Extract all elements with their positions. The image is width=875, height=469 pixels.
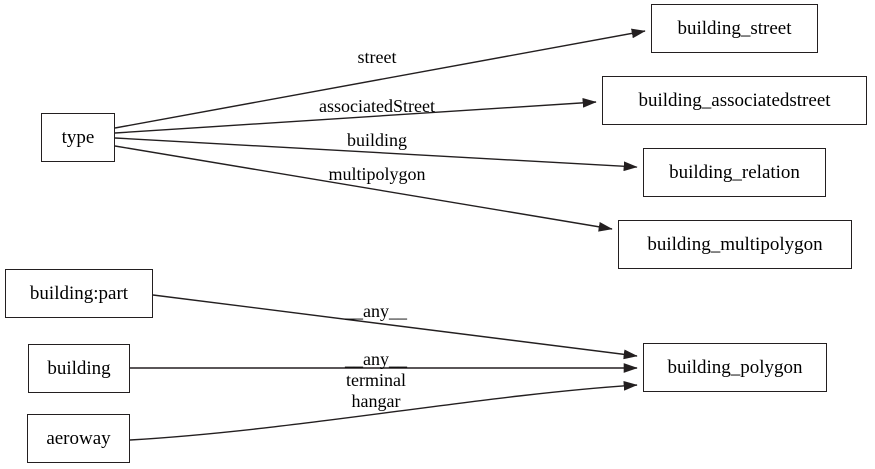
edge-building-part-building-polygon (152, 294, 638, 360)
node-building-part[interactable]: building:part (5, 269, 153, 318)
node-building[interactable]: building (28, 344, 130, 393)
node-building-relation[interactable]: building_relation (643, 148, 826, 197)
edge-type-building-associatedstreet (114, 97, 597, 134)
edge-type-building-street (114, 28, 646, 129)
node-label: building_associatedstreet (638, 90, 831, 111)
node-label: aeroway (46, 428, 111, 449)
node-label: building:part (29, 283, 129, 304)
edge-type-building-multipolygon (114, 145, 613, 232)
node-aeroway[interactable]: aeroway (27, 414, 130, 463)
edge-label-any-part: __any__ (345, 301, 407, 321)
edge-label-building: building (346, 130, 408, 150)
node-type[interactable]: type (41, 113, 115, 162)
node-label: building_relation (669, 162, 800, 183)
edge-label-aeroway-values: terminal hangar (346, 370, 406, 411)
node-building-multipolygon[interactable]: building_multipolygon (618, 220, 852, 269)
node-building-associatedstreet[interactable]: building_associatedstreet (602, 76, 867, 125)
node-label: building_multipolygon (647, 234, 823, 255)
node-label: type (61, 127, 95, 148)
edge-type-building-relation (114, 137, 638, 172)
node-building-street[interactable]: building_street (651, 4, 818, 53)
node-building-polygon[interactable]: building_polygon (643, 343, 827, 392)
edge-label-street: street (357, 47, 397, 67)
node-label: building_polygon (667, 357, 803, 378)
edge-aeroway-building-polygon (129, 380, 638, 441)
node-label: building_street (677, 18, 792, 39)
edge-label-multipolygon: multipolygon (328, 164, 426, 184)
edge-label-any-building: __any__ (345, 349, 407, 369)
edge-label-associatedstreet: associatedStreet (319, 96, 435, 116)
node-label: building (47, 358, 111, 379)
